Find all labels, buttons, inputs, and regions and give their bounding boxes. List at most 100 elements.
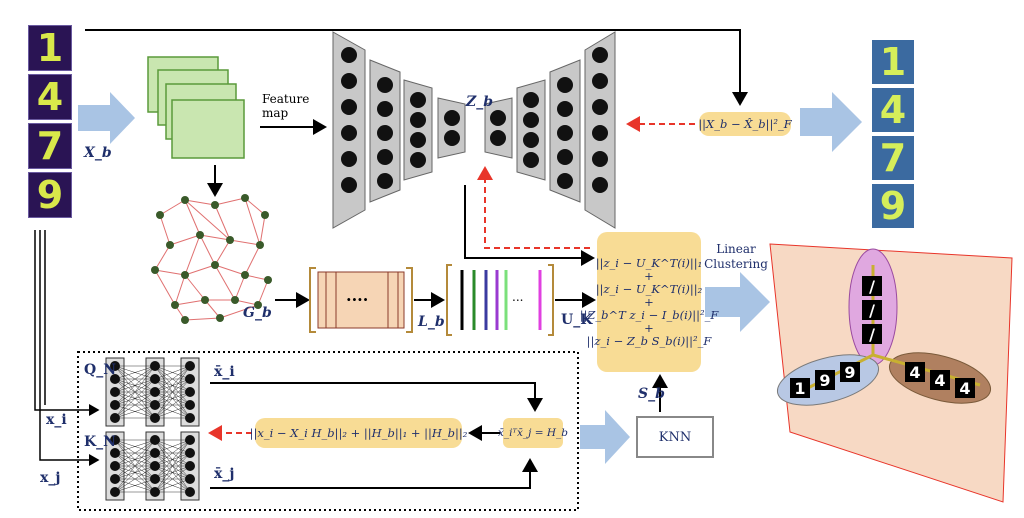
neuron [377, 149, 393, 165]
cluster-digit: 4 [905, 362, 925, 382]
neuron [341, 47, 357, 63]
network-edge [154, 365, 191, 406]
network-edge [114, 465, 156, 493]
neuron [592, 177, 608, 193]
graph-edge [154, 269, 176, 306]
graph-node [241, 194, 249, 202]
input-digit: 1 [28, 25, 72, 71]
neuron [110, 448, 120, 458]
graph-edge [214, 197, 246, 206]
network-edge [114, 439, 156, 454]
graph-edge [184, 264, 216, 276]
graph-gb [151, 194, 272, 324]
neuron [490, 110, 506, 126]
knn-arrow [580, 410, 630, 464]
label-xbar-i: x̄_i [214, 364, 235, 380]
graph-edge [184, 199, 216, 206]
graph-edge [154, 244, 171, 271]
graph-edge [219, 304, 259, 319]
neuron [557, 125, 573, 141]
label-xbar-j: x̄_j [214, 466, 235, 482]
cluster-digit: / [862, 324, 882, 344]
neuron [410, 132, 426, 148]
label-gb: G_b [243, 305, 272, 321]
neuron [377, 173, 393, 189]
neuron [150, 413, 160, 423]
network-edge [154, 404, 191, 419]
neuron [377, 101, 393, 117]
neuron [110, 461, 120, 471]
neuron [185, 448, 195, 458]
label-kn: K_N [84, 434, 116, 450]
neuron [557, 77, 573, 93]
label-uk: U_K [561, 312, 593, 328]
neuron [185, 435, 195, 445]
neuron [110, 435, 120, 445]
neuron [557, 173, 573, 189]
neuron [150, 474, 160, 484]
cluster-digit: 4 [955, 378, 975, 398]
label-qn: Q_N [84, 362, 116, 378]
network-edge [114, 391, 156, 419]
network-edge [114, 439, 156, 480]
laplacian-matrix [309, 267, 413, 333]
input-arrow [78, 92, 135, 144]
matrix-ellipsis: ···· [346, 290, 369, 309]
graph-node [181, 196, 189, 204]
graph-edge [214, 204, 231, 241]
neuron [592, 99, 608, 115]
graph-node [216, 314, 224, 322]
neuron [592, 47, 608, 63]
label-zb: Z_b [466, 94, 494, 110]
graph-edge [159, 199, 186, 216]
neuron [523, 132, 539, 148]
graph-edge [259, 214, 266, 246]
neuron [557, 149, 573, 165]
neuron [592, 125, 608, 141]
input-digit: 7 [28, 123, 72, 169]
network-edge [154, 365, 191, 419]
neuron [341, 177, 357, 193]
neuron [185, 461, 195, 471]
hb-formula: x̄_iᵀx̄_j = H_b [498, 418, 568, 448]
neuron [444, 130, 460, 146]
graph-node [256, 241, 264, 249]
label-xj: x_j [40, 470, 61, 486]
neuron [110, 374, 120, 384]
label-feature-map: Feature map [262, 92, 310, 120]
neuron [150, 461, 160, 471]
neuron [444, 110, 460, 126]
neuron [410, 92, 426, 108]
graph-edge [174, 299, 206, 306]
label-xb: X_b [84, 145, 112, 161]
graph-node [231, 296, 239, 304]
graph-edge [184, 234, 201, 276]
output-digit: 4 [872, 88, 914, 132]
neuron [592, 73, 608, 89]
neuron [341, 125, 357, 141]
neuron [110, 487, 120, 497]
graph-node [196, 231, 204, 239]
graph-edge [174, 274, 186, 306]
neuron [341, 73, 357, 89]
network-edge [114, 478, 156, 493]
neuron [185, 474, 195, 484]
graph-node [226, 236, 234, 244]
graph-node [171, 301, 179, 309]
neuron [110, 387, 120, 397]
autoencoder [332, 31, 616, 229]
graph-edge [159, 214, 171, 246]
similarity-loss: ||x_i − X_i H_b||₂ + ||H_b||₁ + ||H_b||₂ [250, 418, 467, 448]
network-edge [114, 439, 156, 467]
neuron [110, 474, 120, 484]
neuron [377, 77, 393, 93]
network-edge [154, 439, 191, 467]
graph-edge [244, 197, 266, 216]
graph-edge [199, 234, 216, 266]
graph-edge [169, 234, 201, 246]
neuron [557, 101, 573, 117]
neuron [150, 374, 160, 384]
clustering-loss: ||z_i − U_K^T(i)||₁+||z_i − U_K^T(i)||₂+… [580, 232, 718, 372]
cluster-digit: 4 [930, 370, 950, 390]
similarity-module [77, 351, 579, 511]
